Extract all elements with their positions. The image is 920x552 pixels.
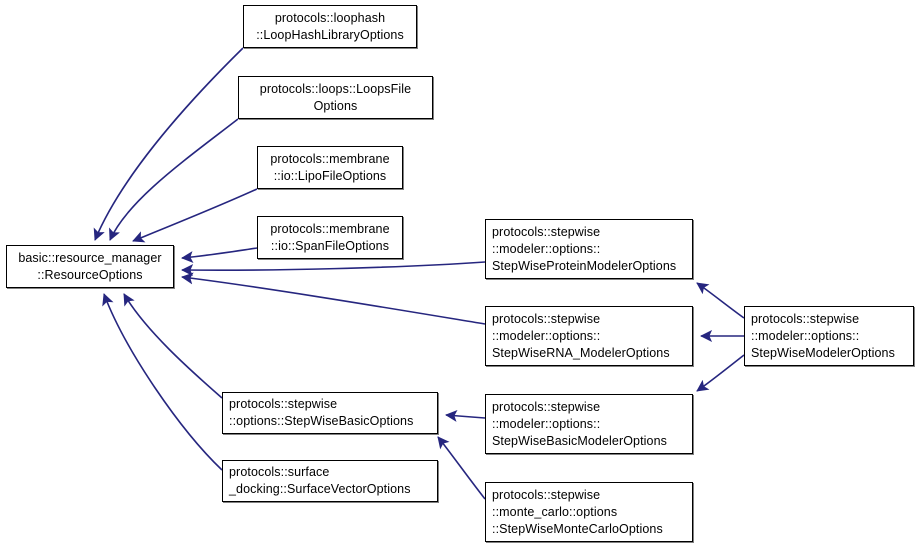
- class-node-label-line: ::ResourceOptions: [37, 267, 143, 282]
- class-node-label-line: protocols::loophash: [274, 10, 386, 25]
- class-node-stepwise-basic-options[interactable]: protocols::stepwise::options::StepWiseBa…: [222, 392, 438, 434]
- class-node-stepwise-protein-modeler-options[interactable]: protocols::stepwise::modeler::options::S…: [485, 219, 693, 279]
- class-node-surface-vector-options[interactable]: protocols::surface_docking::SurfaceVecto…: [222, 460, 438, 502]
- edge-rnamodeler-to-resourceoptions: [181, 272, 486, 325]
- edge-stepwisebasic-to-resourceoptions: [123, 293, 223, 399]
- edge-montecarlo-to-stepwisebasic: [437, 436, 486, 500]
- class-node-label-line: protocols::stepwise: [492, 487, 601, 502]
- class-node-label-line: protocols::membrane: [270, 221, 390, 236]
- class-node-label-line: protocols::surface: [229, 465, 330, 479]
- class-node-label-line: ::StepWiseMonteCarloOptions: [492, 521, 663, 536]
- edge-loopsfile-to-resourceoptions: [109, 118, 239, 241]
- class-node-stepwise-rna-modeler-options[interactable]: protocols::stepwise::modeler::options::S…: [485, 306, 693, 366]
- class-node-label-line: ::io::SpanFileOptions: [270, 238, 390, 253]
- edge-surfacevector-to-resourceoptions: [102, 293, 223, 471]
- class-node-label-line: ::monte_carlo::options: [492, 504, 618, 519]
- class-node-label-line: protocols::membrane: [270, 151, 390, 166]
- class-node-label-line: ::options::StepWiseBasicOptions: [229, 414, 414, 428]
- class-node-loophash-library-options[interactable]: protocols::loophash::LoopHashLibraryOpti…: [243, 5, 417, 48]
- class-node-lipo-file-options[interactable]: protocols::membrane::io::LipoFileOptions: [257, 146, 403, 189]
- edge-spanfile-to-resourceoptions: [181, 247, 258, 264]
- class-node-label-line: protocols::stepwise: [229, 397, 338, 411]
- class-node-label-line: protocols::stepwise: [492, 224, 601, 239]
- class-node-label-line: StepWiseProteinModelerOptions: [492, 258, 677, 273]
- edge-loophash-to-resourceoptions: [93, 47, 244, 241]
- class-node-label-line: protocols::stepwise: [751, 311, 860, 326]
- class-node-stepwise-monte-carlo-options[interactable]: protocols::stepwise::monte_carlo::option…: [485, 482, 693, 542]
- edge-modeler-to-proteinmodeler: [696, 282, 745, 319]
- class-node-stepwise-modeler-options[interactable]: protocols::stepwise::modeler::options::S…: [744, 306, 914, 366]
- class-node-label-line: ::io::LipoFileOptions: [273, 168, 387, 183]
- class-node-span-file-options[interactable]: protocols::membrane::io::SpanFileOptions: [257, 216, 403, 259]
- class-node-label-line: ::LoopHashLibraryOptions: [256, 27, 404, 42]
- class-node-stepwise-basic-modeler-options[interactable]: protocols::stepwise::modeler::options::S…: [485, 394, 693, 454]
- class-node-label-line: basic::resource_manager: [18, 250, 162, 265]
- class-node-resource-options[interactable]: basic::resource_manager::ResourceOptions: [6, 245, 174, 288]
- class-node-label-line: ::modeler::options::: [492, 241, 601, 256]
- edge-proteinmodeler-to-resourceoptions: [181, 261, 486, 277]
- class-node-label-line: ::modeler::options::: [751, 328, 860, 343]
- class-node-label-line: protocols::stepwise: [492, 311, 601, 326]
- edge-modeler-to-basicmodeler: [696, 354, 745, 392]
- class-node-label-line: StepWiseBasicModelerOptions: [492, 433, 667, 448]
- edge-lipofile-to-resourceoptions: [132, 188, 258, 243]
- class-node-label-line: StepWiseRNA_ModelerOptions: [492, 345, 670, 360]
- class-node-label-line: _docking::SurfaceVectorOptions: [229, 482, 411, 496]
- class-node-label-line: protocols::stepwise: [492, 399, 601, 414]
- class-node-label-line: ::modeler::options::: [492, 328, 601, 343]
- class-node-label-line: protocols::loops::LoopsFile: [259, 81, 412, 96]
- class-node-label-line: Options: [313, 98, 358, 113]
- class-node-label-line: ::modeler::options::: [492, 416, 601, 431]
- edge-basicmodeler-to-stepwisebasic: [445, 409, 486, 422]
- class-node-label-line: StepWiseModelerOptions: [751, 345, 895, 360]
